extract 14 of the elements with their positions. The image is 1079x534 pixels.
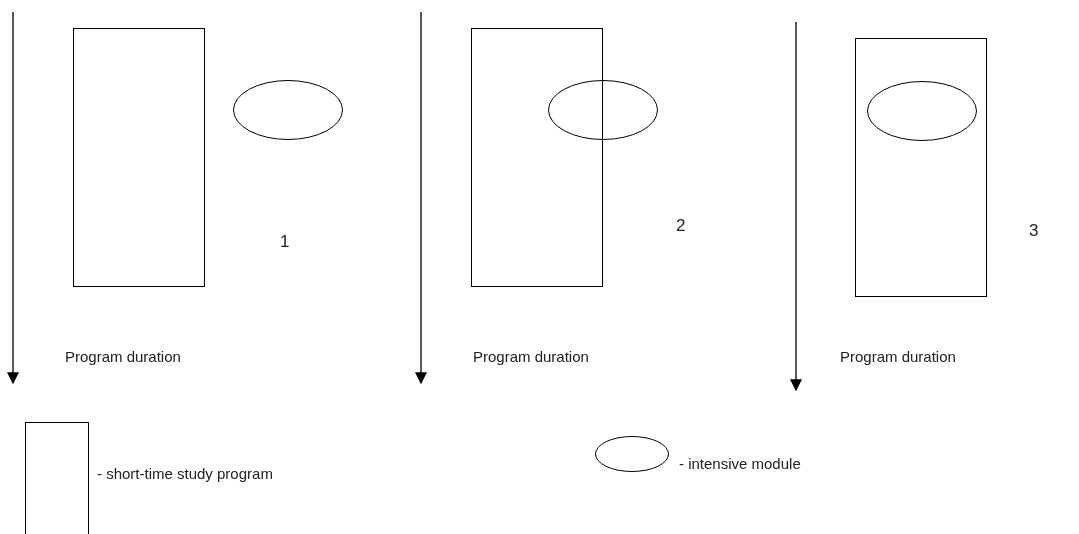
program-rectangle [471, 28, 603, 287]
module-ellipse [548, 80, 658, 140]
panel-number: 2 [676, 216, 686, 236]
module-ellipse [233, 80, 343, 140]
panel-number: 1 [280, 232, 290, 252]
panel-number: 3 [1029, 221, 1039, 241]
axis-label: Program duration [473, 348, 589, 365]
program-rectangle [73, 28, 205, 287]
legend-text: - short-time study program [97, 465, 273, 482]
program-rectangle [855, 38, 987, 297]
module-ellipse [867, 81, 977, 141]
axis-label: Program duration [840, 348, 956, 365]
legend-text: - intensive module [679, 455, 801, 472]
axis-label: Program duration [65, 348, 181, 365]
